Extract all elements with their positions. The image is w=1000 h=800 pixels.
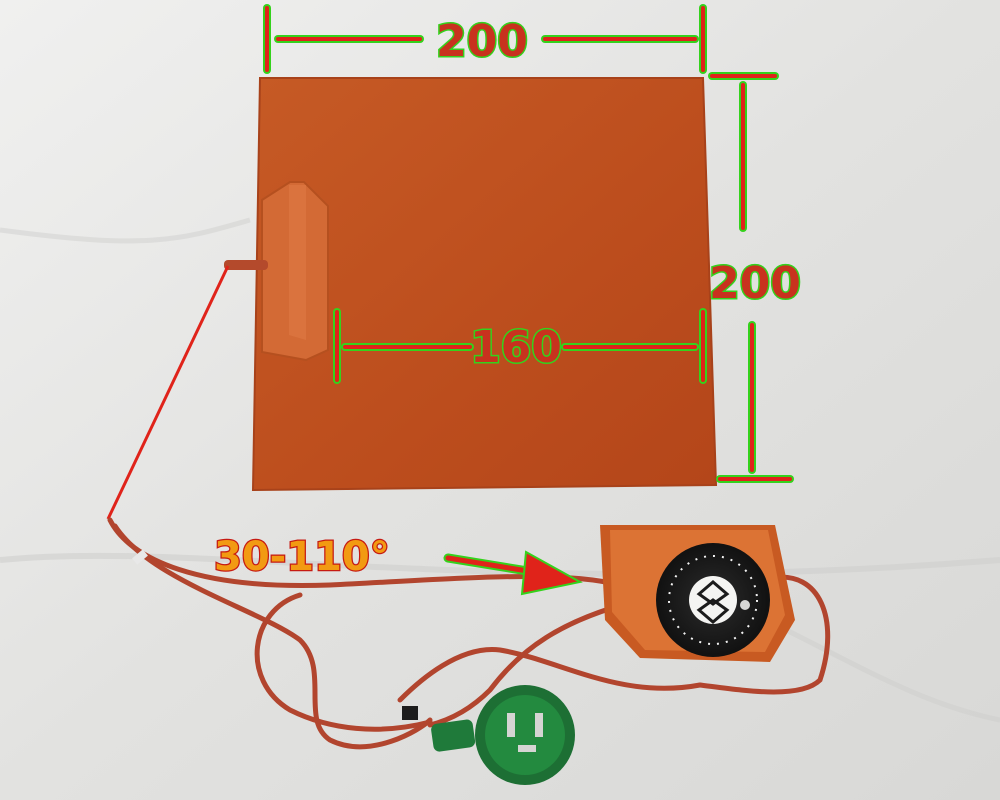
- pointer-line: [106, 265, 230, 520]
- cloth-crease: [0, 217, 251, 244]
- height-label: 200: [709, 258, 801, 309]
- temperature-annotation: 30-110°: [213, 533, 583, 596]
- inner-dimension: 160: [333, 308, 707, 384]
- cable-tie: [132, 549, 148, 565]
- cloth-crease: [0, 552, 1000, 578]
- plug-prong: [507, 713, 515, 737]
- arrow-icon: [443, 550, 583, 596]
- temperature-range-label: 30-110°: [214, 534, 390, 580]
- inner-label: 160: [470, 322, 562, 373]
- cable-tie: [402, 706, 418, 720]
- power-plug: [431, 685, 575, 785]
- width-label: 200: [436, 16, 528, 67]
- width-dimension: 200: [263, 4, 707, 74]
- dial-symbol-icon: [696, 580, 730, 624]
- plug-prong: [518, 745, 536, 752]
- height-dimension: 200: [708, 72, 802, 483]
- silicone-heating-pad: [224, 77, 718, 492]
- lead-wire-stub: [224, 260, 268, 270]
- plug-prong: [535, 713, 543, 737]
- thermostat-controller: [600, 525, 795, 662]
